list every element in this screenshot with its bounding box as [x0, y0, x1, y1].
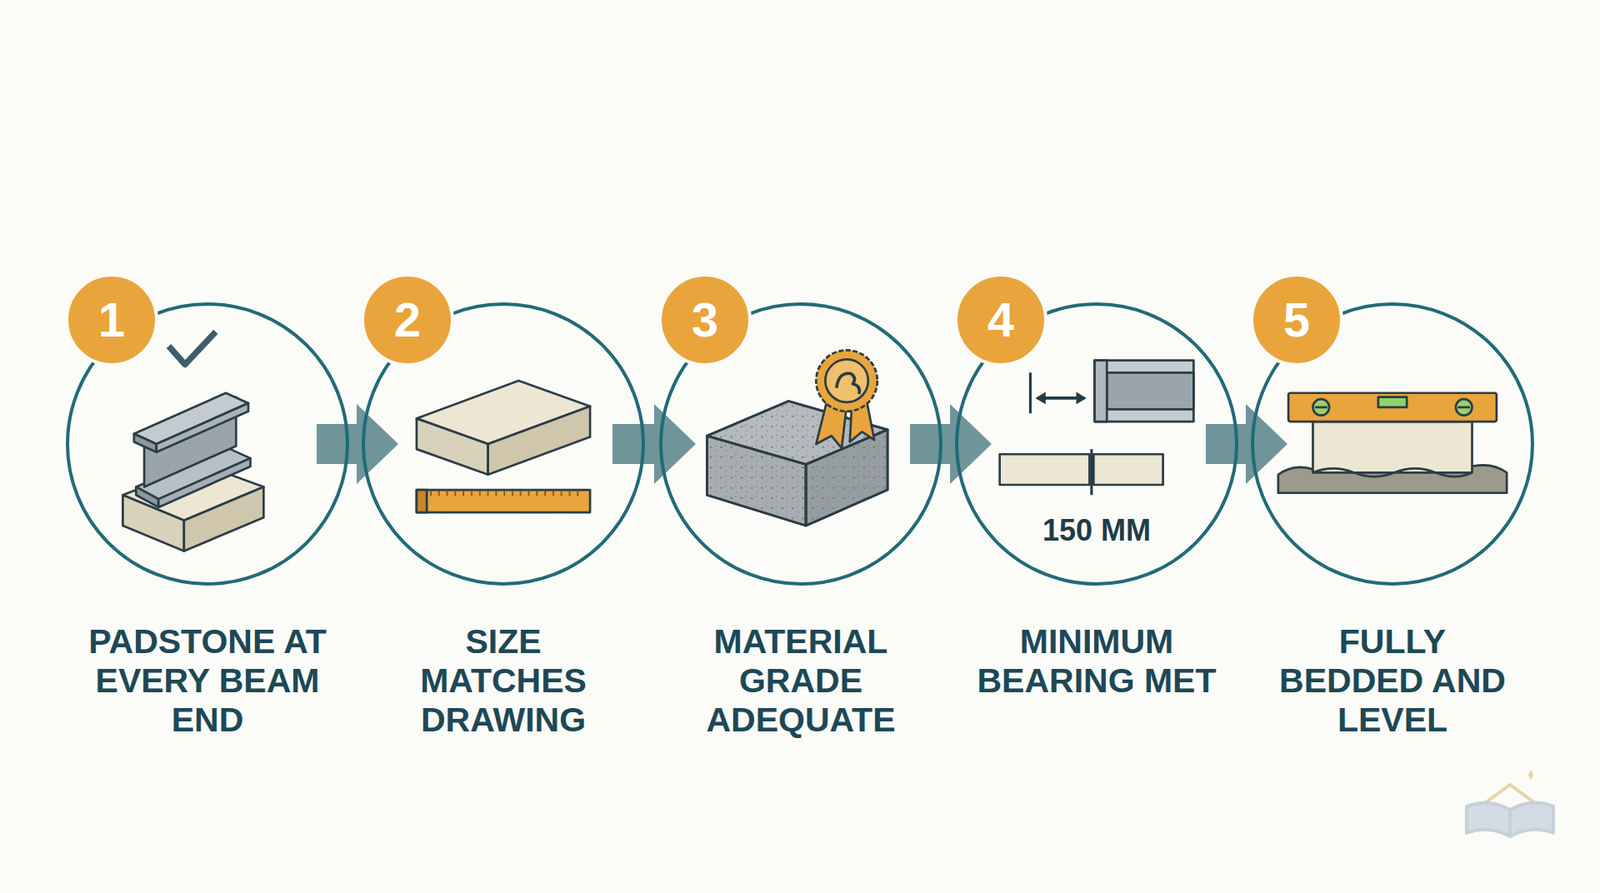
step-badge: 5	[1250, 273, 1344, 367]
block-and-tape-icon	[416, 380, 590, 513]
step-circle: 2SIZE MATCHES DRAWING	[360, 301, 646, 740]
flow-arrow	[612, 404, 696, 485]
concrete-block-icon	[706, 350, 888, 526]
step-badge: 1	[65, 273, 159, 367]
step-circle: 1PADSTONE AT EVERY BEAM END	[65, 301, 350, 740]
step-circle: 5FULLY BEDDED AND LEVEL	[1250, 301, 1535, 740]
step-circle: 3MATERIAL GRADE ADEQUATE	[658, 301, 944, 740]
flow-arrow	[1205, 404, 1288, 485]
callout-number: 4	[987, 295, 1015, 345]
step-label: SIZE MATCHES DRAWING	[378, 622, 629, 740]
step-circle: 4MINIMUM BEARING MET	[954, 301, 1240, 701]
callout-number: 1	[98, 295, 125, 345]
callout-number: 2	[394, 295, 421, 345]
watermark-logo	[1466, 770, 1554, 837]
dimension-label: 150 MM	[1042, 515, 1151, 546]
step-badge: 2	[360, 273, 455, 367]
step-badge: 3	[658, 273, 752, 367]
step-badge: 4	[954, 273, 1048, 367]
flow-arrow	[316, 404, 399, 485]
step-label: MINIMUM BEARING MET	[971, 622, 1222, 701]
step-label: FULLY BEDDED AND LEVEL	[1267, 622, 1518, 740]
callout-number: 3	[691, 295, 719, 345]
callout-number: 5	[1283, 295, 1310, 345]
level-on-bed-icon	[1278, 393, 1507, 494]
bearing-length-icon	[1000, 360, 1195, 496]
beam-on-padstone-icon	[122, 331, 264, 551]
step-label: MATERIAL GRADE ADEQUATE	[675, 622, 926, 740]
step-label: PADSTONE AT EVERY BEAM END	[82, 622, 333, 740]
flow-arrow	[910, 404, 992, 485]
